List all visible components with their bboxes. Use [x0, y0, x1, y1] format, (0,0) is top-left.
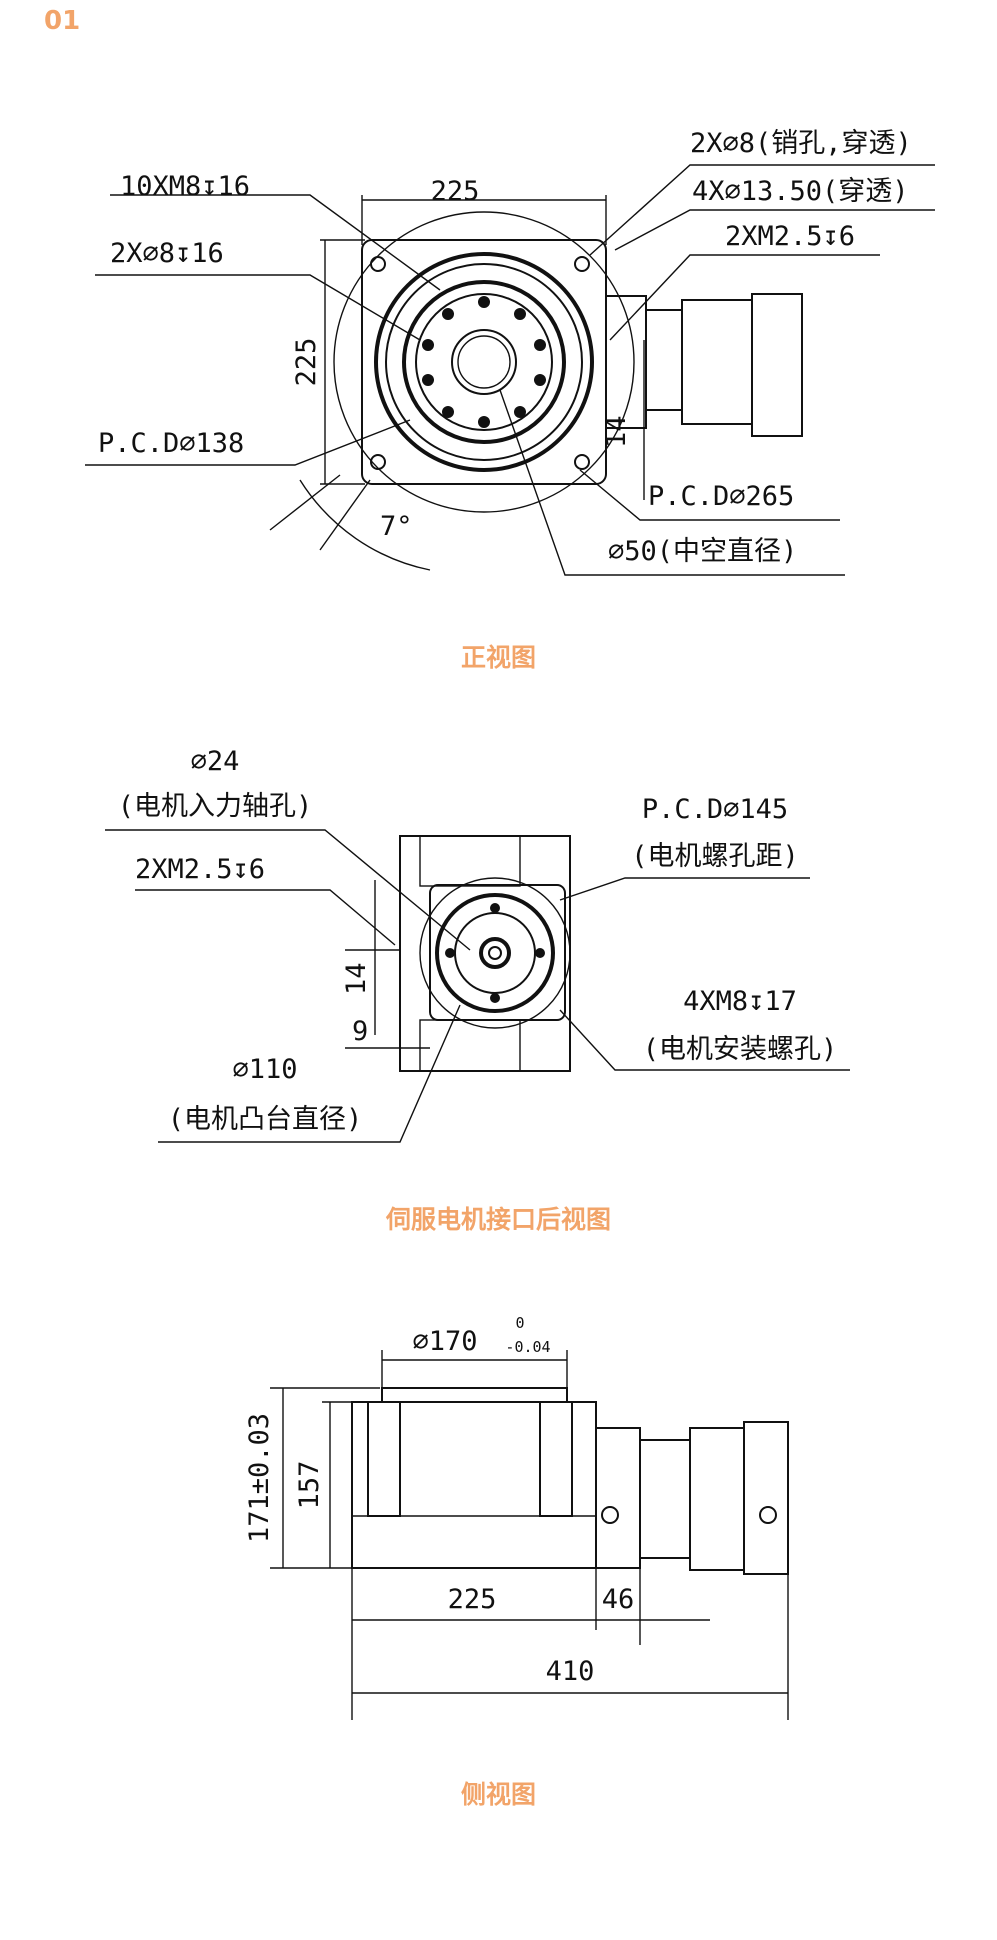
front-table-circle — [374, 252, 594, 472]
rear-pcd-text-label: (电机螺孔距) — [631, 841, 799, 872]
front-through-holes-label: 4X⌀13.50(穿透) — [692, 176, 909, 207]
front-angle-label: 7° — [380, 511, 413, 542]
front-hollow-circle — [451, 329, 517, 395]
rear-m8-label: 4XM8↧17 — [683, 986, 797, 1017]
rear-pcd145-label: P.C.D⌀145 — [642, 794, 788, 825]
rear-shaft-text-label: (电机入力轴孔) — [118, 791, 313, 822]
side-dia170-label: ⌀170 — [412, 1326, 477, 1357]
side-motor-end — [743, 1421, 789, 1575]
caption-rear-view: 伺服电机接口后视图 — [385, 1205, 611, 1234]
side-width-225-label: 225 — [448, 1584, 497, 1615]
front-dim-14-label: 14 — [601, 415, 632, 448]
side-tol-lower-label: -0.04 — [505, 1338, 550, 1356]
front-motor-thread-label: 2XM2.5↧6 — [725, 221, 855, 252]
rear-m8-text-label: (电机安装螺孔) — [643, 1034, 838, 1065]
caption-side-view: 侧视图 — [460, 1780, 536, 1809]
side-height-157-label: 157 — [294, 1461, 325, 1510]
side-height-171-label: 171±0.03 — [244, 1413, 275, 1543]
front-pcd265-label: P.C.D⌀265 — [648, 481, 794, 512]
side-dim-46-label: 46 — [602, 1584, 635, 1615]
rear-bolt-holes — [445, 903, 545, 1003]
rear-boss-dia-label: ⌀110 — [232, 1054, 297, 1085]
front-outer-circle — [333, 211, 635, 513]
front-hollow-label: ⌀50(中空直径) — [608, 536, 797, 567]
front-height-label: 225 — [291, 338, 322, 387]
front-pin-holes-label: 2X⌀8(销孔,穿透) — [690, 128, 912, 159]
rear-boss-circle — [419, 877, 571, 1029]
section-number: 01 — [44, 6, 81, 36]
front-bolt-holes — [422, 296, 546, 428]
front-pcd138-label: P.C.D⌀138 — [98, 428, 244, 459]
rear-dim-9-label: 9 — [352, 1016, 368, 1047]
side-total-410-label: 410 — [546, 1656, 595, 1687]
rear-boss-text-label: (电机凸台直径) — [168, 1104, 363, 1135]
caption-front-view: 正视图 — [460, 643, 536, 672]
front-width-label: 225 — [431, 176, 480, 207]
front-pin-2-label: 2X⌀8↧16 — [110, 238, 224, 269]
rear-shaft-dia-label: ⌀24 — [191, 746, 240, 777]
rear-dim-14-label: 14 — [341, 962, 372, 995]
side-tol-upper-label: 0 — [515, 1314, 524, 1332]
rear-shaft-circle — [479, 937, 511, 969]
rear-thread-label: 2XM2.5↧6 — [135, 854, 265, 885]
rear-flange — [429, 884, 566, 1021]
front-thread-10-label: 10XM8↧16 — [120, 171, 250, 202]
